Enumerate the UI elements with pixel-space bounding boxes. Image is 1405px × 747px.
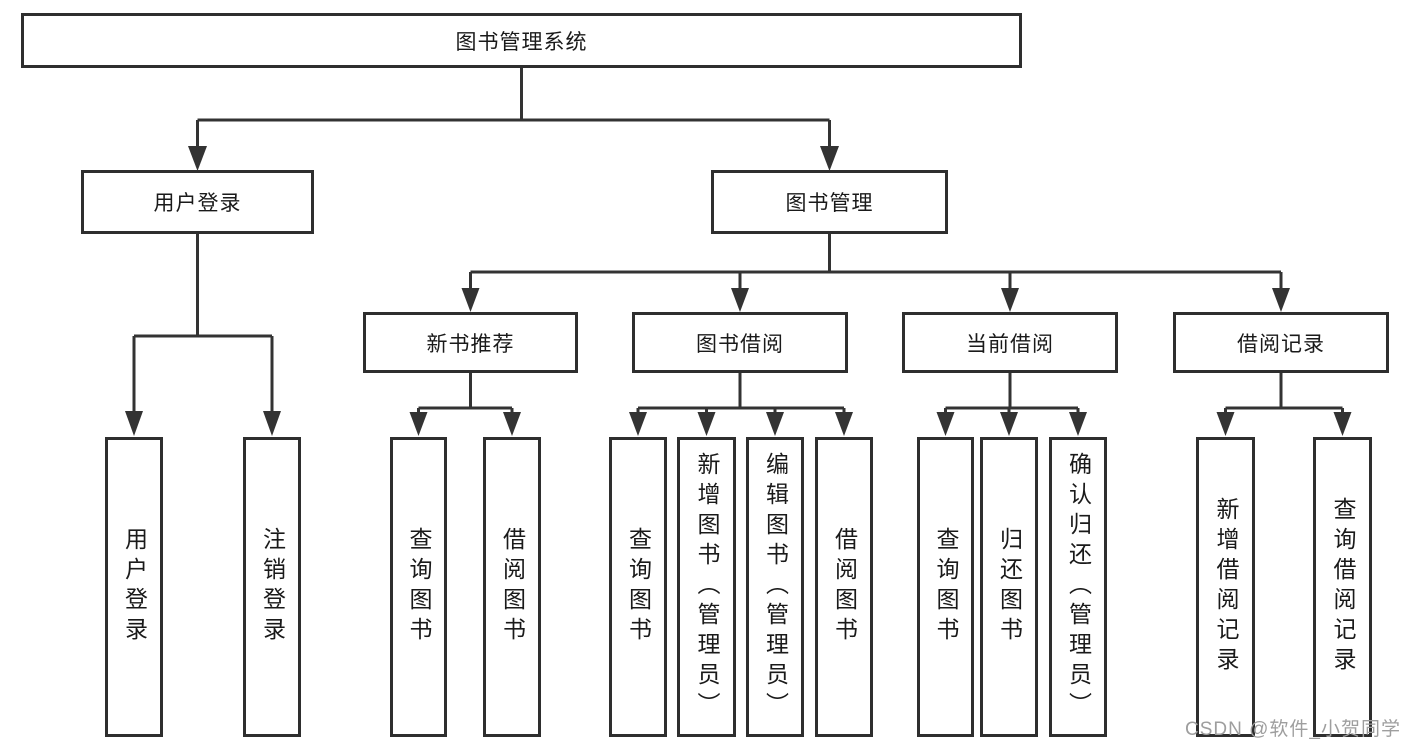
arrowhead-icon: [731, 288, 749, 312]
section-node-borrowing-records: 借阅记录: [1173, 312, 1389, 373]
arrowhead-icon: [188, 146, 207, 171]
leaf-node-logout: 注销登录: [243, 437, 301, 737]
section-node-book-borrowing: 图书借阅: [632, 312, 848, 373]
leaf-node-label: 注销登录: [259, 527, 286, 647]
leaf-node-label: 新增图书（管理员）: [694, 452, 720, 722]
leaf-node-label: 借阅图书: [499, 527, 526, 647]
leaf-node-label: 确认归还（管理员）: [1065, 452, 1092, 722]
sections-to-leaves-connector: [409, 373, 1352, 436]
leaf-node-confirm-return-admin: 确认归还（管理员）: [1049, 437, 1107, 737]
root-node-label: 图书管理系统: [455, 30, 588, 54]
arrowhead-icon: [125, 411, 143, 436]
leaf-node-label: 查询借阅记录: [1330, 497, 1356, 677]
branch-node-label: 用户登录: [153, 192, 242, 215]
leaf-node-user-login: 用户登录: [105, 437, 163, 737]
branch-node-book-management: 图书管理: [711, 170, 948, 234]
arrowhead-icon: [263, 411, 281, 436]
leaf-node-label: 查询图书: [625, 527, 652, 647]
branch-node-user-login: 用户登录: [81, 170, 314, 234]
arrowhead-icon: [461, 288, 480, 312]
leaf-node-query-borrow-record: 查询借阅记录: [1313, 437, 1372, 737]
section-node-label: 图书借阅: [696, 332, 784, 356]
arrowhead-icon: [766, 412, 784, 436]
arrowhead-icon: [1001, 288, 1019, 312]
leaf-node-edit-books-admin: 编辑图书（管理员）: [746, 437, 804, 737]
leaf-node-query-books-3: 查询图书: [917, 437, 974, 737]
leaf-node-borrow-books-2: 借阅图书: [815, 437, 873, 737]
csdn-watermark: CSDN @软件_小贺同学: [1185, 719, 1401, 740]
leaf-node-query-books-2: 查询图书: [609, 437, 667, 737]
arrowhead-icon: [1069, 412, 1087, 436]
leaf-node-label: 编辑图书（管理员）: [762, 452, 789, 722]
arrowhead-icon: [409, 412, 428, 436]
section-node-label: 新书推荐: [426, 332, 515, 356]
user-login-branch-connector: [125, 234, 281, 436]
leaf-node-label: 借阅图书: [831, 527, 858, 647]
arrowhead-icon: [1272, 288, 1290, 312]
leaf-node-return-books: 归还图书: [980, 437, 1038, 737]
leaf-node-label: 查询图书: [406, 527, 432, 647]
arrowhead-icon: [697, 412, 716, 436]
arrowhead-icon: [503, 412, 521, 436]
arrowhead-icon: [1216, 412, 1235, 436]
leaf-node-query-books-1: 查询图书: [390, 437, 447, 737]
arrowhead-icon: [820, 146, 839, 171]
leaf-node-add-borrow-record: 新增借阅记录: [1196, 437, 1255, 737]
leaf-node-label: 查询图书: [933, 527, 959, 647]
leaf-node-label: 新增借阅记录: [1213, 497, 1239, 677]
leaf-node-label: 用户登录: [121, 527, 148, 647]
arrowhead-icon: [835, 412, 853, 436]
section-node-new-book-recommendation: 新书推荐: [363, 312, 578, 373]
leaf-node-borrow-books-1: 借阅图书: [483, 437, 541, 737]
leaf-node-label: 归还图书: [996, 527, 1023, 647]
root-node-system: 图书管理系统: [21, 13, 1022, 68]
section-node-label: 当前借阅: [966, 332, 1054, 356]
section-node-current-borrowing: 当前借阅: [902, 312, 1118, 373]
branch-node-label: 图书管理: [785, 192, 874, 215]
arrowhead-icon: [936, 412, 955, 436]
arrowhead-icon: [629, 412, 647, 436]
section-node-label: 借阅记录: [1237, 332, 1325, 356]
arrowhead-icon: [1333, 412, 1352, 436]
leaf-node-add-books-admin: 新增图书（管理员）: [677, 437, 736, 737]
root-to-level2-connector: [188, 68, 839, 171]
book-mgmt-to-sections-connector: [461, 234, 1290, 312]
arrowhead-icon: [1000, 412, 1018, 436]
